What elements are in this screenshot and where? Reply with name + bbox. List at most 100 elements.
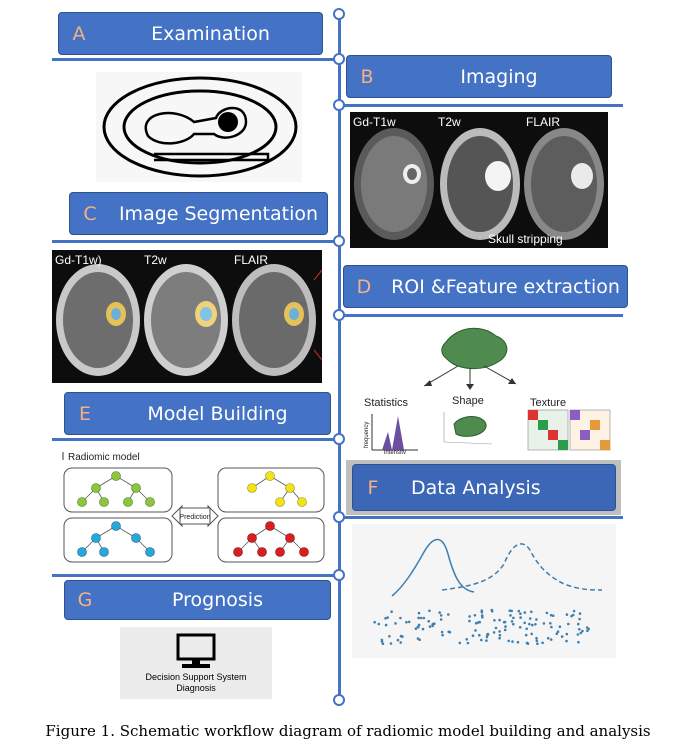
scatter-point	[438, 611, 441, 614]
scatter-point	[428, 625, 432, 628]
scatter-point	[418, 638, 421, 641]
scatter-point	[474, 629, 477, 632]
scatter-point	[504, 625, 507, 628]
scatter-point	[526, 642, 530, 645]
scatter-point	[407, 620, 411, 624]
step-letter: C	[83, 202, 97, 225]
scatter-point	[468, 619, 471, 623]
mri-label: FLAIR	[234, 253, 269, 267]
scatter-point	[473, 614, 477, 617]
decision-line2: Diagnosis	[176, 683, 216, 693]
density-plot	[352, 524, 616, 658]
scatter-point	[485, 639, 488, 642]
scatter-point	[510, 620, 514, 623]
scatter-point	[405, 620, 408, 624]
scatter-point	[567, 622, 570, 626]
decision-line1: Decision Support System	[145, 672, 247, 682]
scatter-point	[546, 636, 550, 640]
scatter-point	[586, 629, 589, 632]
scatter-point	[542, 622, 546, 625]
segmentation-mri-panel: Gd-T1w) T2w FLAIR	[52, 250, 322, 383]
scatter-point	[551, 614, 555, 617]
scatter-point	[498, 633, 502, 637]
mri-label: T2w	[438, 115, 461, 129]
scatter-point	[518, 626, 522, 629]
texture-matrix-icon	[527, 409, 611, 451]
timeline-node	[333, 569, 345, 581]
step-letter: D	[356, 275, 372, 298]
scatter-point	[416, 625, 420, 629]
timeline-node	[333, 511, 345, 523]
scatter-point	[468, 615, 471, 618]
scatter-point	[530, 610, 533, 614]
scatter-point	[493, 619, 496, 622]
step-f-box: F Data Analysis	[352, 464, 616, 511]
decision-support-panel: Decision Support System Diagnosis	[120, 627, 272, 699]
timeline-node	[333, 694, 345, 706]
timeline-node	[333, 309, 345, 321]
scatter-point	[536, 642, 539, 645]
scatter-point	[439, 618, 443, 621]
scatter-point	[512, 616, 515, 620]
scatter-point	[530, 632, 533, 636]
scatter-point	[549, 622, 552, 625]
scatter-point	[572, 609, 576, 613]
scatter-point	[389, 642, 393, 645]
imaging-caption: Skull stripping	[488, 232, 563, 246]
scatter-point	[577, 640, 580, 644]
scatter-point	[556, 630, 560, 633]
scatter-point	[578, 628, 581, 631]
shape-label: Shape	[452, 395, 484, 407]
scatter-point	[476, 621, 480, 624]
scatter-points	[373, 608, 590, 645]
scatter-point	[421, 627, 425, 631]
scatter-point	[422, 616, 426, 620]
scatter-point	[519, 616, 522, 619]
scatter-point	[545, 611, 549, 615]
scatter-point	[480, 638, 483, 642]
scatter-point	[417, 623, 421, 627]
scatter-point	[585, 626, 589, 629]
scatter-point	[577, 622, 580, 626]
scatter-point	[486, 632, 490, 636]
scatter-point	[550, 625, 553, 629]
step-title: Prognosis	[172, 589, 263, 611]
scatter-point	[441, 633, 444, 637]
step-title: Imaging	[460, 65, 538, 88]
scatter-point	[534, 623, 537, 626]
connector-b	[338, 104, 623, 107]
scatter-point	[417, 611, 421, 615]
imaging-mri-panel: Gd-T1w T2w FLAIR Skull stripping	[350, 112, 608, 248]
step-letter: F	[367, 476, 379, 499]
scatter-point	[478, 633, 481, 637]
step-title: ROI &Feature extraction	[391, 275, 620, 298]
scatter-point	[417, 616, 420, 620]
scatter-point	[377, 622, 381, 626]
scatter-point	[447, 630, 450, 634]
scatter-point	[508, 609, 512, 612]
connector-a	[52, 58, 341, 61]
scatter-point	[581, 629, 584, 633]
scatter-point	[466, 641, 470, 645]
scatter-point	[399, 616, 402, 620]
step-letter: G	[77, 589, 93, 611]
scatter-point	[570, 614, 573, 618]
segmented-brain-icon	[52, 250, 322, 383]
mri-label: FLAIR	[526, 115, 561, 129]
frequency-label: frequency	[364, 422, 370, 448]
scatter-point	[458, 641, 462, 645]
scatter-point	[498, 636, 501, 640]
scatter-point	[394, 622, 397, 625]
scatter-point	[507, 639, 510, 643]
scatter-point	[386, 616, 389, 619]
scatter-point	[535, 618, 538, 621]
scatter-point	[419, 616, 423, 620]
scatter-point	[439, 614, 443, 617]
scatter-point	[440, 630, 444, 634]
scatter-point	[549, 638, 553, 641]
scatter-point	[503, 620, 507, 624]
scatter-point	[388, 635, 391, 638]
scatter-point	[565, 613, 569, 616]
scatter-point	[492, 631, 496, 634]
radiomic-model-title: Radiomic model	[68, 452, 140, 463]
